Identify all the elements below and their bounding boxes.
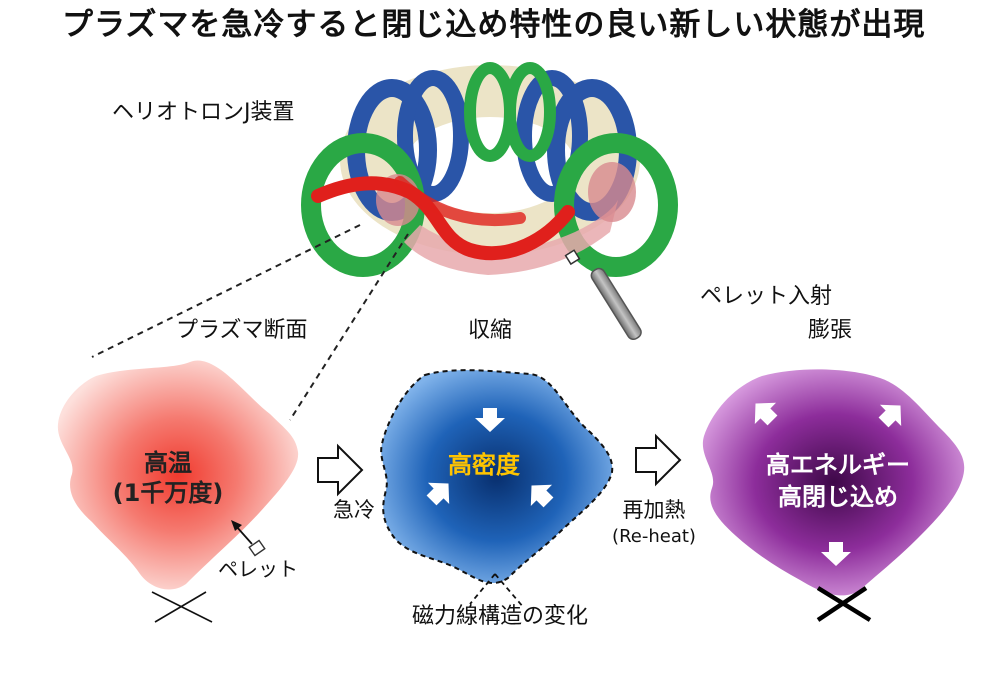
- projection-lines: [91, 224, 409, 421]
- injector-pipe: [590, 267, 642, 341]
- plasma-section-right: [588, 162, 636, 222]
- outward-arrows: [754, 402, 902, 566]
- reheat-label: 再加熱: [622, 498, 686, 522]
- contraction-label: 収縮: [468, 318, 513, 343]
- heliotron-device-illustration: [301, 62, 678, 341]
- process-arrows: [317, 433, 682, 497]
- small-pellet: [231, 520, 266, 557]
- page-title: プラズマを急冷すると閉じ込め特性の良い新しい状態が出現: [62, 7, 926, 43]
- high-energy-label: 高エネルギー: [766, 451, 910, 479]
- green-coil-top-right: [504, 62, 556, 162]
- expanded-x-point: [816, 586, 872, 622]
- reheat-english-label: (Re-heat): [612, 526, 696, 547]
- outward-arrow-right: [878, 404, 902, 428]
- quench-arrow: [317, 443, 364, 497]
- hot-plasma-shape: [57, 360, 299, 590]
- field-change-line-left: [469, 573, 496, 605]
- inward-arrow-right: [530, 484, 554, 508]
- high-density-label: 高密度: [448, 451, 520, 479]
- pellet-injection-label: ペレット入射: [700, 284, 833, 309]
- plasma-axis-back: [394, 176, 526, 227]
- projection-line-left: [91, 224, 361, 358]
- inward-arrow-left: [426, 482, 450, 506]
- field-structure-change-label: 磁力線構造の変化: [411, 604, 589, 629]
- cross-section-label: プラズマ断面: [176, 318, 308, 343]
- blue-coil-left-inner: [397, 70, 469, 202]
- high-temperature-label: 高温: [144, 449, 192, 477]
- injector-pellet: [564, 249, 581, 266]
- expanded-plasma-section: [702, 369, 965, 622]
- contracted-plasma-shape: [380, 369, 614, 584]
- reheat-arrow: [635, 433, 682, 487]
- pellet-injector: [564, 249, 642, 341]
- plasma-torus-surface: [404, 200, 618, 275]
- temperature-value-label: (1千万度): [112, 479, 224, 507]
- plasma-axis-front: [311, 176, 575, 261]
- contracted-plasma-section: [380, 369, 614, 609]
- quench-label: 急冷: [333, 498, 375, 522]
- hot-plasma-section: [57, 360, 299, 623]
- blue-coil-right-inner: [516, 70, 588, 202]
- outward-arrow-bottom: [821, 542, 851, 566]
- inward-arrow-top: [475, 408, 505, 432]
- pellet-label: ペレット: [218, 557, 298, 581]
- expansion-label: 膨張: [808, 318, 853, 343]
- high-confinement-label: 高閉じ込め: [778, 483, 898, 511]
- expanded-plasma-shape: [702, 369, 965, 596]
- projection-line-right: [289, 233, 409, 421]
- green-coil-right: [554, 133, 678, 277]
- outward-arrow-left: [754, 402, 778, 426]
- hot-x-point: [151, 591, 213, 623]
- device-label: ヘリオトロンJ装置: [112, 100, 295, 125]
- inward-arrows: [426, 408, 554, 508]
- field-change-line-right: [494, 573, 525, 609]
